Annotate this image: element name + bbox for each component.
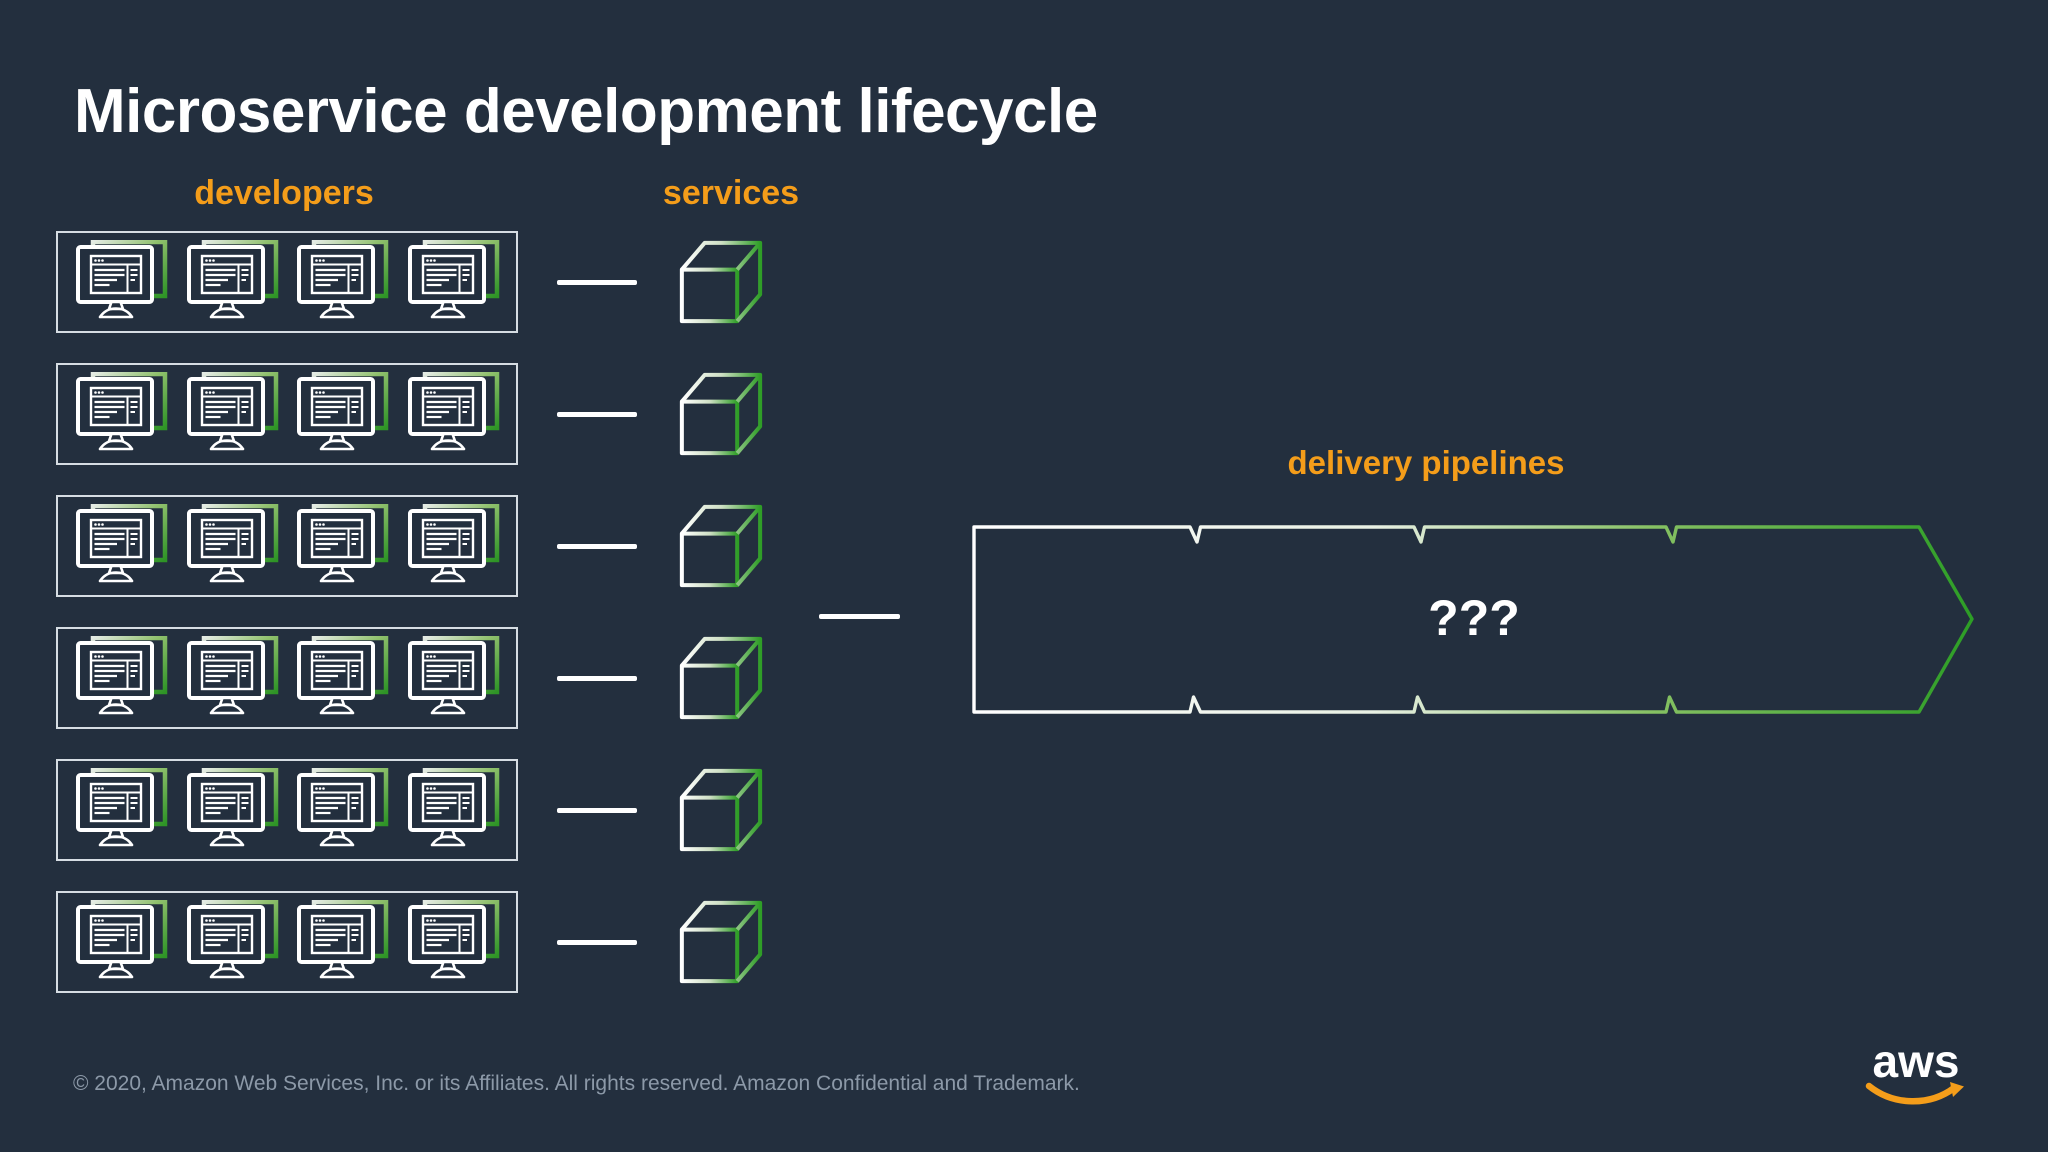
developer-workstation-icon [184, 768, 280, 852]
developer-workstation-icon [184, 240, 280, 324]
developer-team-row [56, 495, 518, 597]
developer-workstation-icon [294, 768, 390, 852]
developer-workstation-icon [73, 240, 169, 324]
developer-workstation-icon [294, 372, 390, 456]
connector-dash-main [819, 614, 900, 619]
developer-workstation-icon [294, 900, 390, 984]
developer-workstation-icon [405, 240, 501, 324]
developer-workstation-icon [73, 504, 169, 588]
developer-workstation-icon [73, 768, 169, 852]
developer-workstation-icon [294, 504, 390, 588]
service-cube-icon [679, 504, 763, 588]
connector-dash [557, 939, 637, 945]
service-cube-icon [679, 372, 763, 456]
developer-team-row [56, 363, 518, 465]
service-cube-icon [679, 900, 763, 984]
pipeline-placeholder-text: ??? [1428, 590, 1520, 646]
service-cube-icon [679, 240, 763, 324]
connector-dash [557, 279, 637, 285]
copyright-text: © 2020, Amazon Web Services, Inc. or its… [73, 1072, 1080, 1095]
developer-workstation-icon [184, 900, 280, 984]
developer-team-row [56, 759, 518, 861]
developer-workstation-icon [405, 768, 501, 852]
aws-logo: aws [1862, 1038, 1970, 1108]
developer-workstation-icon [73, 372, 169, 456]
developer-workstation-icon [405, 900, 501, 984]
page-title: Microservice development lifecycle [74, 77, 1098, 146]
developers-label: developers [194, 174, 374, 212]
pipeline-arrow-shape [972, 525, 1974, 714]
developer-workstation-icon [73, 900, 169, 984]
developer-workstation-icon [405, 636, 501, 720]
services-label: services [662, 174, 800, 212]
service-cube-icon [679, 636, 763, 720]
developer-workstation-icon [184, 504, 280, 588]
developer-workstation-icon [73, 636, 169, 720]
developer-workstation-icon [184, 372, 280, 456]
developer-workstation-icon [294, 636, 390, 720]
aws-smile-icon [1865, 1082, 1964, 1105]
connector-dash [557, 411, 637, 417]
developer-workstation-icon [184, 636, 280, 720]
connector-dash [557, 807, 637, 813]
developer-workstation-icon [405, 504, 501, 588]
connector-dash [557, 675, 637, 681]
developer-team-row [56, 891, 518, 993]
connector-dash [557, 543, 637, 549]
developer-workstation-icon [294, 240, 390, 324]
developer-team-row [56, 627, 518, 729]
aws-logo-text: aws [1872, 1035, 1960, 1087]
delivery-pipelines-label: delivery pipelines [1287, 444, 1565, 481]
developer-team-row [56, 231, 518, 333]
service-cube-icon [679, 768, 763, 852]
developer-workstation-icon [405, 372, 501, 456]
